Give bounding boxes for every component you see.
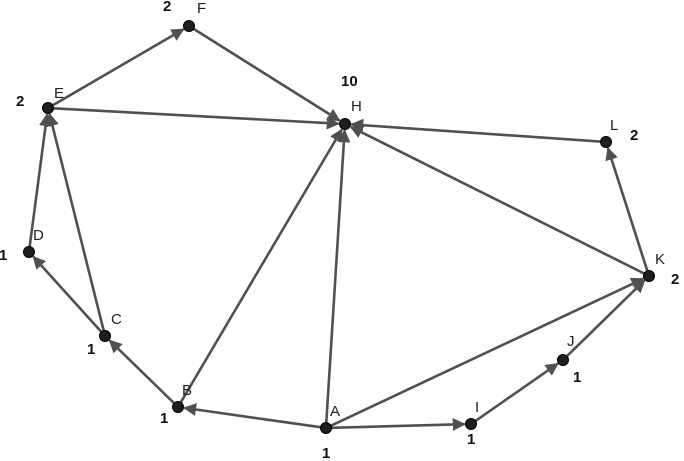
node-label-I: I xyxy=(475,399,479,416)
node-B xyxy=(172,401,184,413)
node-label-E: E xyxy=(54,85,64,102)
node-value-K: 2 xyxy=(671,271,679,288)
node-value-D: 1 xyxy=(0,247,7,264)
edge-K-H xyxy=(349,125,645,275)
node-A xyxy=(320,422,332,434)
node-value-I: 1 xyxy=(467,431,475,448)
node-label-C: C xyxy=(111,311,122,328)
nodes xyxy=(23,20,655,434)
node-label-D: D xyxy=(33,227,44,244)
edge-K-L xyxy=(605,146,649,272)
node-label-J: J xyxy=(567,333,575,350)
edge-A-I xyxy=(331,418,466,432)
node-value-B: 1 xyxy=(160,410,168,427)
edge-C-E xyxy=(46,113,105,332)
node-label-H: H xyxy=(351,98,362,115)
node-C xyxy=(99,330,111,342)
edge-A-B xyxy=(183,403,321,429)
edge-B-H xyxy=(179,128,343,403)
edge-C-D xyxy=(32,255,103,333)
edges xyxy=(28,27,649,432)
edge-J-K xyxy=(565,279,646,358)
node-value-A: 1 xyxy=(322,445,330,461)
node-K xyxy=(643,270,655,282)
edge-E-F xyxy=(52,28,185,107)
edge-I-J xyxy=(474,362,559,422)
edge-F-H xyxy=(193,27,341,122)
node-value-E: 2 xyxy=(16,93,24,110)
node-label-L: L xyxy=(610,117,618,134)
node-L xyxy=(600,136,612,148)
node-J xyxy=(557,354,569,366)
node-value-J: 1 xyxy=(573,369,581,386)
node-value-H: 10 xyxy=(341,73,358,90)
node-label-F: F xyxy=(197,0,206,17)
node-label-B: B xyxy=(182,382,192,399)
edge-A-K xyxy=(330,277,645,427)
node-value-L: 2 xyxy=(630,127,638,144)
edge-E-H xyxy=(53,107,340,130)
node-label-A: A xyxy=(330,403,340,420)
edge-A-H xyxy=(325,129,351,423)
edge-D-E xyxy=(28,113,53,247)
edge-B-C xyxy=(108,339,176,405)
node-E xyxy=(42,102,54,114)
node-value-F: 2 xyxy=(163,0,171,15)
node-I xyxy=(465,418,477,430)
node-F xyxy=(183,20,195,32)
node-H xyxy=(339,118,351,130)
node-value-C: 1 xyxy=(87,341,95,358)
node-D xyxy=(23,246,35,258)
node-label-K: K xyxy=(655,251,665,268)
edge-L-H xyxy=(350,118,601,143)
